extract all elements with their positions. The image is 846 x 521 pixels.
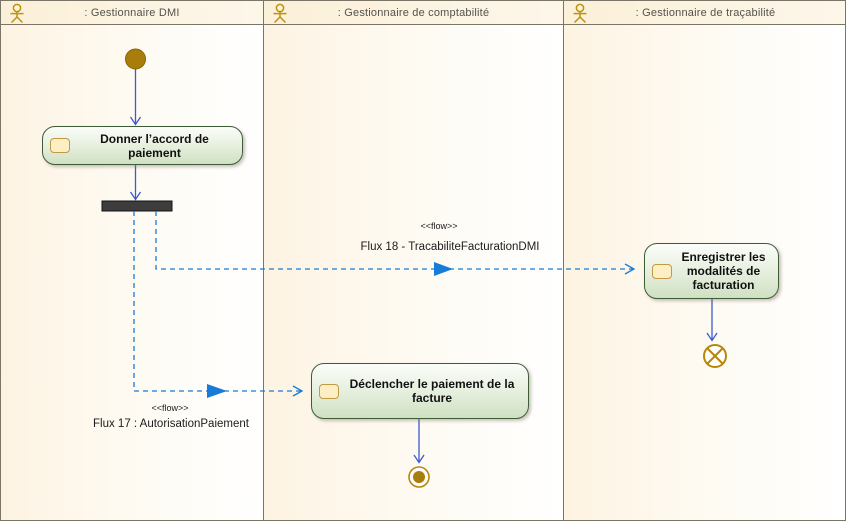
action-icon xyxy=(319,383,339,399)
lane-header-gestionnaire-dmi[interactable]: : Gestionnaire DMI xyxy=(1,1,263,25)
swimlane-gestionnaire-comptabilite: : Gestionnaire de comptabilité xyxy=(263,1,563,520)
action-enregistrer-modalites-facturation[interactable]: Enregistrer les modalités de facturation xyxy=(644,243,779,299)
flow-stereotype-label-flux17: <<flow>> xyxy=(151,403,189,413)
action-label: Enregistrer les modalités de facturation xyxy=(681,250,766,292)
swimlane-gestionnaire-dmi: : Gestionnaire DMI xyxy=(1,1,263,520)
lane-header-gestionnaire-comptabilite[interactable]: : Gestionnaire de comptabilité xyxy=(264,1,563,25)
actor-icon xyxy=(273,3,287,23)
flow-name-label-flux18: Flux 18 - TracabiliteFacturationDMI xyxy=(360,241,540,253)
action-icon xyxy=(652,263,672,279)
lane-title: : Gestionnaire DMI xyxy=(84,7,180,19)
action-donner-accord-paiement[interactable]: Donner l’accord de paiement xyxy=(42,126,243,165)
flow-stereotype-label-flux18: <<flow>> xyxy=(420,221,458,231)
lane-title: : Gestionnaire de comptabilité xyxy=(337,7,490,19)
flow-name-label-flux17: Flux 17 : AutorisationPaiement xyxy=(93,418,249,430)
action-label: Donner l’accord de paiement xyxy=(100,131,209,160)
action-declencher-paiement-facture[interactable]: Déclencher le paiement de la facture xyxy=(311,363,529,419)
actor-icon xyxy=(573,3,587,23)
lane-title: : Gestionnaire de traçabilité xyxy=(635,7,776,19)
actor-icon xyxy=(10,3,24,23)
lane-body xyxy=(1,25,263,520)
action-label: Déclencher le paiement de la facture xyxy=(349,377,515,405)
lane-body xyxy=(264,25,563,520)
lane-header-gestionnaire-tracabilite[interactable]: : Gestionnaire de traçabilité xyxy=(564,1,845,25)
action-icon xyxy=(50,138,70,153)
